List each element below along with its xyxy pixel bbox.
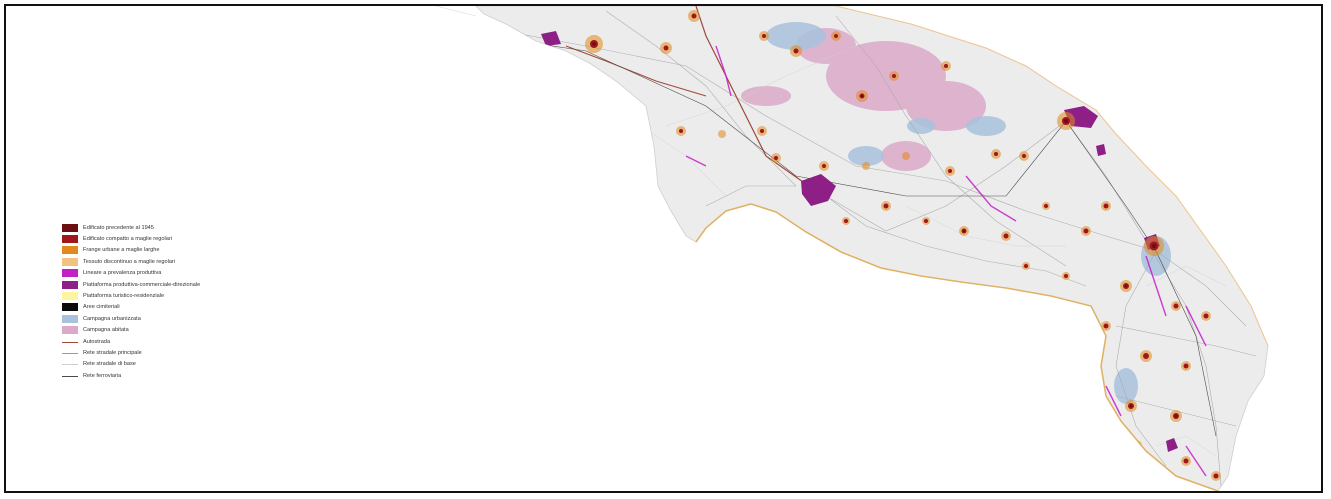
legend-item: Rete ferroviaria [62,370,262,381]
legend-item: Tessuto discontinuo a maglie regolari [62,256,262,267]
territory-map[interactable] [6,6,1321,491]
legend-color-swatch [62,235,78,244]
autostrada-line-2 [565,45,707,97]
legend-label: Tessuto discontinuo a maglie regolari [83,258,176,265]
legend-label: Edificato precedente al 1945 [83,224,154,231]
lineare-produttiva [685,45,1207,477]
legend-color-swatch [62,246,78,255]
legend-line-swatch [62,349,78,357]
legend-item: Frange urbane a maglie larghe [62,245,262,256]
settlements [585,10,1221,481]
road-extension [435,6,477,17]
legend-color-swatch [62,314,78,323]
legend-label: Frange urbane a maglie larghe [83,247,160,254]
legend-color-swatch [62,223,78,232]
legend-item: Edificato compatto a maglie regolari [62,233,262,244]
legend-color-swatch [62,326,78,335]
legend-line-swatch [62,338,78,346]
legend-label: Campagna abitata [83,327,129,334]
legend-item: Piattaforma produttiva-commerciale-direz… [62,279,262,290]
campagna-urbanizzata-areas [766,22,1171,404]
legend-item: Aree cimiteriali [62,302,262,313]
legend-line-swatch [62,372,78,380]
legend-label: Rete stradale di base [83,361,136,368]
legend-color-swatch [62,269,78,278]
legend-item: Autostrada [62,336,262,347]
legend-item: Edificato precedente al 1945 [62,222,262,233]
legend-item: Lineare a prevalenza produttiva [62,268,262,279]
legend-color-swatch [62,257,78,266]
campagna-abitata-areas [741,28,986,171]
legend-label: Piattaforma produttiva-commerciale-direz… [83,281,201,288]
legend-label: Edificato compatto a maglie regolari [83,236,172,243]
legend-label: Rete stradale principale [83,349,142,356]
legend-item: Campagna urbanizzata [62,313,262,324]
coastline [695,203,1219,491]
rail-line [485,35,1067,197]
legend-line-swatch [62,360,78,368]
legend-label: Rete ferroviaria [83,372,122,379]
legend-item: Piattaforma turistico-residenziale [62,290,262,301]
legend-item: Rete stradale di base [62,359,262,370]
legend-color-swatch [62,280,78,289]
legend-color-swatch [62,292,78,301]
coastline-north [835,6,1269,347]
legend-label: Lineare a prevalenza produttiva [83,270,162,277]
legend-label: Piattaforma turistico-residenziale [83,293,165,300]
legend-color-swatch [62,303,78,312]
legend-item: Rete stradale principale [62,347,262,358]
map-content [476,6,1257,487]
legend-item: Campagna abitata [62,325,262,336]
legend-label: Aree cimiteriali [83,304,120,311]
legend-label: Campagna urbanizzata [83,315,141,322]
legend-label: Autostrada [83,338,111,345]
